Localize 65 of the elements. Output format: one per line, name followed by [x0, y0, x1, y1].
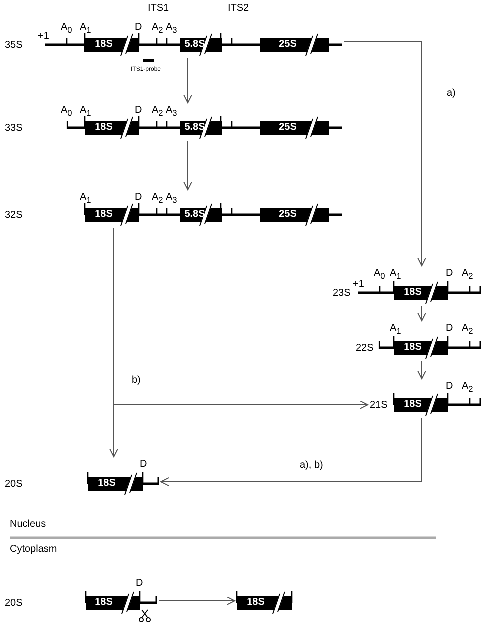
cleavage-site-label: D [136, 578, 144, 589]
cleavage-site-label: A$_{0}$ [61, 22, 72, 36]
cleavage-site-label: A$_{1}$ [80, 192, 92, 206]
region-label: ITS1 [148, 3, 170, 14]
arrow [158, 596, 236, 606]
precursor-name: 33S [5, 123, 23, 134]
cleavage-site-label: D [446, 268, 454, 279]
cleavage-site-label: A$_{3}$ [166, 192, 178, 206]
rrna-block-label: 25S [279, 39, 297, 50]
precursor-name: 20S [5, 479, 23, 490]
precursor-name: 23S [333, 288, 351, 299]
cleavage-site-label: A$_{2}$ [462, 381, 474, 395]
cleavage-site-label: D [135, 22, 142, 33]
cleavage-site-label: D [135, 105, 142, 116]
cleavage-site-label: A$_{1}$ [390, 268, 402, 282]
cleavage-site-label: A$_{1}$ [80, 22, 92, 36]
cleavage-site-label: A$_{1}$ [390, 323, 402, 337]
cleavage-site-label: D [446, 323, 454, 334]
precursor-name: 35S [5, 40, 23, 51]
rrna-block-label: 18S [95, 597, 113, 608]
cleavage-site-label: D [140, 459, 148, 470]
arrow [160, 418, 422, 486]
rrna-block-label: 25S [279, 122, 297, 133]
rrna-block-label: 18S [404, 342, 422, 353]
rrna-block-label: 5.8S [184, 209, 206, 220]
compartment-label: Cytoplasm [10, 544, 58, 555]
compartment-label: Nucleus [10, 519, 46, 530]
cleavage-site-label: A$_{3}$ [166, 22, 178, 36]
arrow [184, 140, 192, 190]
cleavage-site-label: D [135, 192, 142, 203]
region-label: ITS2 [228, 3, 250, 14]
cleavage-site-label: A$_{0}$ [61, 105, 72, 119]
cleavage-site-label: A$_{2}$ [462, 323, 474, 337]
rrna-block-label: 25S [279, 209, 297, 220]
rrna-block-label: 18S [98, 478, 116, 489]
rrna-block-label: 18S [404, 399, 422, 410]
rrna-block-label: 5.8S [184, 122, 206, 133]
cleavage-site-label: A$_{2}$ [462, 268, 474, 282]
rrna-block-label: 18S [95, 209, 113, 220]
arrow [344, 42, 426, 266]
arrow [418, 360, 426, 380]
cleavage-site-label: A$_{3}$ [166, 105, 178, 119]
cleavage-site-label: A$_{1}$ [80, 105, 92, 119]
rrna-block-label: 5.8S [184, 39, 206, 50]
edge-label: b) [132, 375, 141, 386]
arrow [184, 58, 192, 104]
precursor-name: 32S [5, 210, 23, 221]
rrna-block-label: 18S [247, 597, 265, 608]
rrna-block-label: 18S [404, 287, 422, 298]
edge-label: a) [447, 88, 456, 99]
cleavage-site-label: +1 [353, 279, 364, 290]
cleavage-site-label: A$_{0}$ [374, 268, 386, 282]
arrow [114, 228, 368, 410]
cleavage-site-label: A$_{2}$ [152, 105, 164, 119]
cleavage-site-label: A$_{2}$ [152, 192, 164, 206]
cleavage-site-label: D [446, 381, 454, 392]
cleavage-site-label: +1 [38, 31, 50, 42]
precursor-name: 20S [5, 598, 23, 609]
edge-label: a), b) [300, 460, 324, 471]
cleavage-site-label: A$_{2}$ [152, 22, 164, 36]
rrna-block-label: 18S [95, 39, 113, 50]
rrna-block-label: 18S [95, 122, 113, 133]
precursor-name: 22S [356, 343, 374, 354]
arrow [418, 306, 426, 322]
precursor-name: 21S [370, 400, 388, 411]
